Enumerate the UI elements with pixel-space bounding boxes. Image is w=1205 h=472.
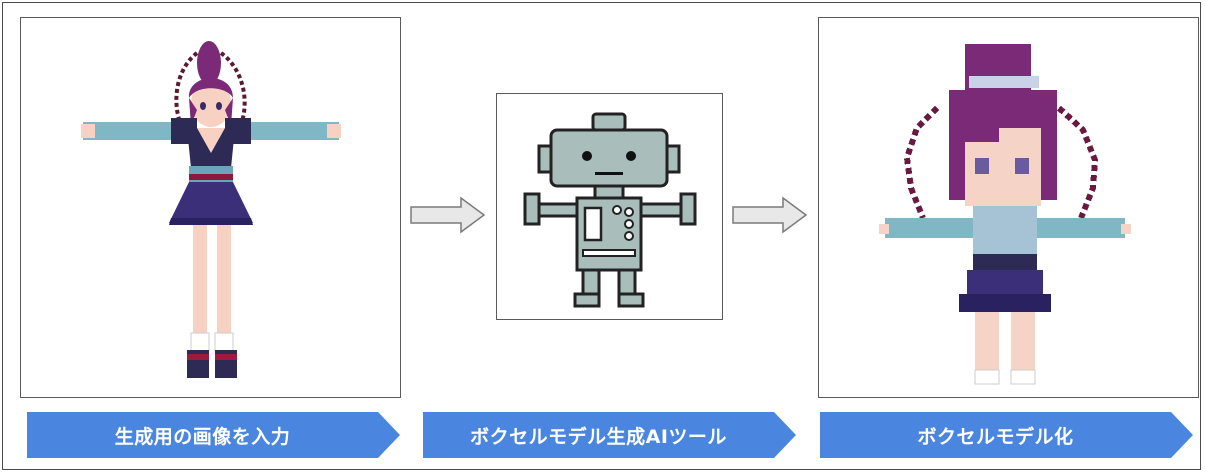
voxel-character-image: [879, 44, 1131, 385]
step-label-input: 生成用の画像を入力: [114, 425, 291, 448]
banner-shape: [820, 412, 1193, 458]
flow-arrow-2: [732, 196, 808, 234]
robot-icon: [523, 112, 697, 308]
step-label-output: ボクセルモデル化: [917, 425, 1074, 448]
step-banner-output: ボクセルモデル化: [820, 412, 1193, 458]
anime-character-image: [81, 41, 341, 378]
step-banner-ai-tool: ボクセルモデル生成AIツール: [423, 412, 796, 458]
voxel-output-panel: [818, 17, 1199, 398]
banner-shape: [423, 412, 796, 458]
ai-tool-panel: [496, 93, 723, 320]
step-label-ai-tool: ボクセルモデル生成AIツール: [470, 425, 727, 448]
input-image-panel: [20, 17, 401, 398]
banner-shape: [27, 412, 400, 458]
flow-arrow-1: [410, 196, 486, 234]
step-banner-input: 生成用の画像を入力: [27, 412, 400, 458]
